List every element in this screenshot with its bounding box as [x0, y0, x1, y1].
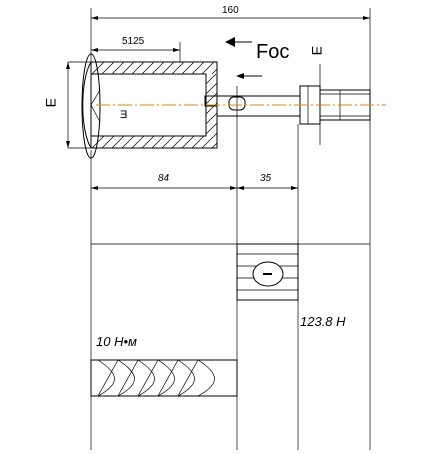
dimension-160: 160: [90, 5, 371, 90]
dimension-160-label: 160: [222, 5, 239, 16]
diameter-symbol-inner: Ǝ: [120, 109, 127, 121]
dimension-5125: 5125: [91, 36, 181, 62]
force-label: Foc: [256, 41, 289, 63]
diameter-symbol-left: Ǝ: [43, 98, 59, 107]
diagram-frame: [90, 120, 371, 450]
dimension-84-35: 84 35: [90, 124, 299, 200]
cylinder-housing: Ǝ: [82, 61, 218, 149]
axial-force-diagram: 123.8 H: [236, 243, 346, 329]
dimension-35-label: 35: [260, 173, 272, 184]
diameter-symbol-right: Ǝ: [309, 46, 325, 55]
axial-force-indicator: Foc Ǝ: [225, 37, 325, 79]
dimension-84-label: 84: [158, 173, 170, 184]
moment-label: 10 H•м: [96, 334, 137, 349]
axial-force-value: 123.8 H: [300, 314, 346, 329]
dimension-5125-label: 5125: [122, 36, 145, 47]
torque-diagram: 10 H•м: [90, 334, 238, 397]
